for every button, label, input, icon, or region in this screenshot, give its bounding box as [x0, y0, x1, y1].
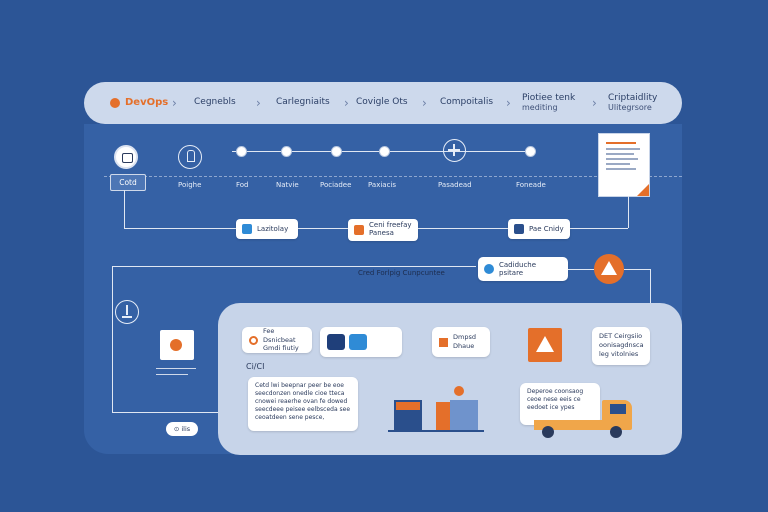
box-icon [354, 225, 364, 235]
stage-node[interactable] [379, 146, 390, 157]
stage-node[interactable] [236, 146, 247, 157]
flow-connector [570, 228, 628, 229]
stage-node[interactable] [525, 146, 536, 157]
bubble-fee[interactable]: Fee Dsnicbeat Gmdi fiutiy [242, 327, 312, 353]
bubble-truck-note[interactable]: Deperoe coonsaog ceoe nese eeis ce eedoe… [520, 383, 600, 425]
chevron-right-icon: › [172, 96, 177, 110]
breadcrumb-item-6[interactable]: Criptaidlity Ulitegrsore [608, 93, 658, 112]
target-icon [249, 335, 258, 345]
merge-icon[interactable] [443, 139, 466, 162]
stage-label: Natvie [276, 181, 299, 189]
card-cadiduche[interactable]: Cadiduche psitare [478, 257, 568, 281]
folder-line [156, 374, 188, 375]
chevron-right-icon: › [344, 96, 349, 110]
chevron-right-icon: › [256, 96, 261, 110]
report-document-icon[interactable] [598, 133, 650, 197]
flow-connector [628, 196, 629, 228]
chevron-right-icon: › [592, 96, 597, 110]
devops-logo-icon [110, 98, 120, 108]
breadcrumb-item-4[interactable]: Compoitalis [440, 97, 494, 108]
loop-connector [568, 269, 594, 270]
stage-label: Pociadee [320, 181, 352, 189]
stage-label: Pasadead [438, 181, 472, 189]
card-pae-cnidy[interactable]: Pae Cnidy [508, 219, 570, 239]
servers-illustration [388, 380, 484, 432]
alert-icon[interactable] [528, 328, 562, 362]
folder-line [156, 368, 196, 369]
truck-icon [534, 398, 636, 440]
breadcrumb-item-3[interactable]: Covigle Ots [356, 97, 408, 108]
stage-label: Foneade [516, 181, 546, 189]
card-lazitolay[interactable]: Lazitolay [236, 219, 298, 239]
app-icon [349, 334, 367, 350]
loop-label: Cred Forlpig Cunpcuntee [358, 269, 445, 277]
stage-label: Poighe [178, 181, 202, 189]
stage-label: Fod [236, 181, 249, 189]
loop-connector [112, 266, 476, 267]
plugin-icon[interactable] [178, 145, 202, 169]
download-icon[interactable] [115, 300, 139, 324]
box-icon [439, 337, 448, 347]
flow-connector [298, 228, 348, 229]
loop-connector [624, 269, 650, 270]
bubble-apps[interactable] [320, 327, 402, 357]
bubble-notes[interactable]: Cetd lwi beepnar peer be eoe seecdonzen … [248, 377, 358, 431]
clock-icon [484, 264, 494, 274]
stage-node[interactable] [281, 146, 292, 157]
ilis-badge[interactable]: ⊙ ilis [166, 422, 198, 436]
chevron-right-icon: › [506, 96, 511, 110]
breadcrumb: DevOps › Cegnebls › Carlegniaits › Covig… [84, 82, 682, 124]
code-repo-icon[interactable] [114, 145, 138, 169]
bird-icon [242, 224, 252, 234]
flow-connector [124, 228, 236, 229]
stage-node[interactable] [331, 146, 342, 157]
loop-connector [650, 269, 651, 303]
breadcrumb-item-devops[interactable]: DevOps [110, 82, 168, 124]
breadcrumb-item-2[interactable]: Carlegniaits [276, 97, 330, 108]
chevron-right-icon: › [422, 96, 427, 110]
bubble-dmpsd[interactable]: Dmpsd Dhaue [432, 327, 490, 357]
cicd-title: Ci/CI [246, 362, 265, 371]
loop-connector [112, 266, 113, 412]
folder-icon[interactable] [160, 330, 194, 360]
warning-icon[interactable] [594, 254, 624, 284]
stage-divider [104, 176, 682, 177]
square-icon [514, 224, 524, 234]
flow-connector [418, 228, 508, 229]
bubble-det[interactable]: DET Ceirgsiio oonisagdnsca leg vitolnies [592, 327, 650, 365]
card-ceni-freefay[interactable]: Ceni freefay Panesa [348, 219, 418, 241]
code-stage-label[interactable]: Cotd [110, 174, 146, 191]
stage-label: Paxiacis [368, 181, 397, 189]
loop-connector [112, 412, 218, 413]
app-icon [327, 334, 345, 350]
breadcrumb-item-5[interactable]: Piotiee tenk mediting [522, 93, 576, 112]
flow-connector [124, 190, 125, 228]
breadcrumb-item-1[interactable]: Cegnebls [194, 97, 236, 108]
